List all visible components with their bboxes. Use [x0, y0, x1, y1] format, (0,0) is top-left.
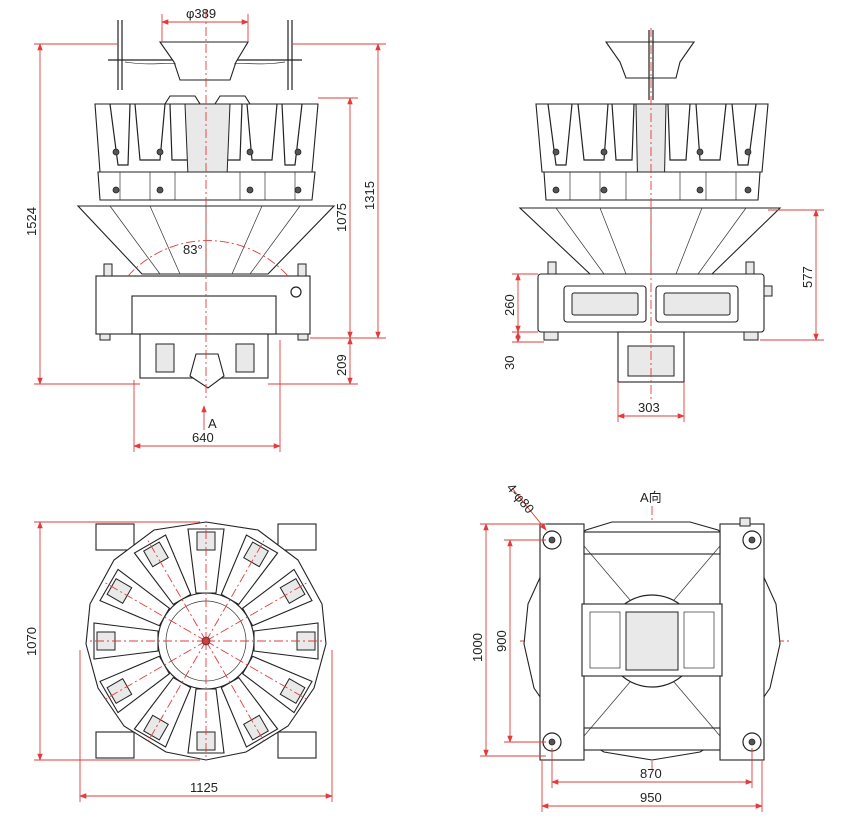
height-209-label: 209: [334, 354, 349, 376]
height-1075-label: 1075: [334, 203, 349, 232]
bucket-center-line: [103, 640, 207, 701]
bucket-center-line: [205, 640, 309, 701]
bottom-view: A向 4-φ80: [470, 480, 790, 812]
depth-900-label: 900: [494, 630, 509, 652]
height-260-label: 260: [502, 294, 517, 316]
height-1315-label: 1315: [362, 181, 377, 210]
bucket-center-line: [205, 581, 309, 642]
width-870-label: 870: [640, 766, 662, 781]
front-view: 83° φ389 1524 1315 1075 209 640 A: [24, 6, 386, 452]
bucket-center-line: [103, 581, 207, 642]
bucket-center-line: [205, 538, 266, 642]
depth-1000-label: 1000: [470, 633, 485, 662]
angle-label: 83°: [183, 242, 203, 257]
top-view: 1070 1125: [24, 521, 333, 802]
width-640-label: 640: [192, 430, 214, 445]
width-303-label: 303: [638, 400, 660, 415]
view-a-marker: A: [208, 416, 217, 431]
overall-height-label: 1524: [24, 207, 39, 236]
bucket-center-line: [205, 640, 266, 744]
bucket-center-line: [146, 640, 207, 744]
bucket-center-line: [146, 538, 207, 642]
width-1125-label: 1125: [190, 780, 218, 795]
depth-1070-label: 1070: [24, 627, 39, 656]
hopper-diameter-label: φ389: [186, 6, 216, 21]
height-577-label: 577: [800, 266, 815, 288]
view-a-title: A向: [640, 490, 662, 505]
height-30-label: 30: [502, 356, 517, 370]
holes-label: 4-φ80: [504, 480, 538, 516]
side-view: 577 260 30 303: [502, 28, 824, 422]
width-950-label: 950: [640, 790, 662, 805]
